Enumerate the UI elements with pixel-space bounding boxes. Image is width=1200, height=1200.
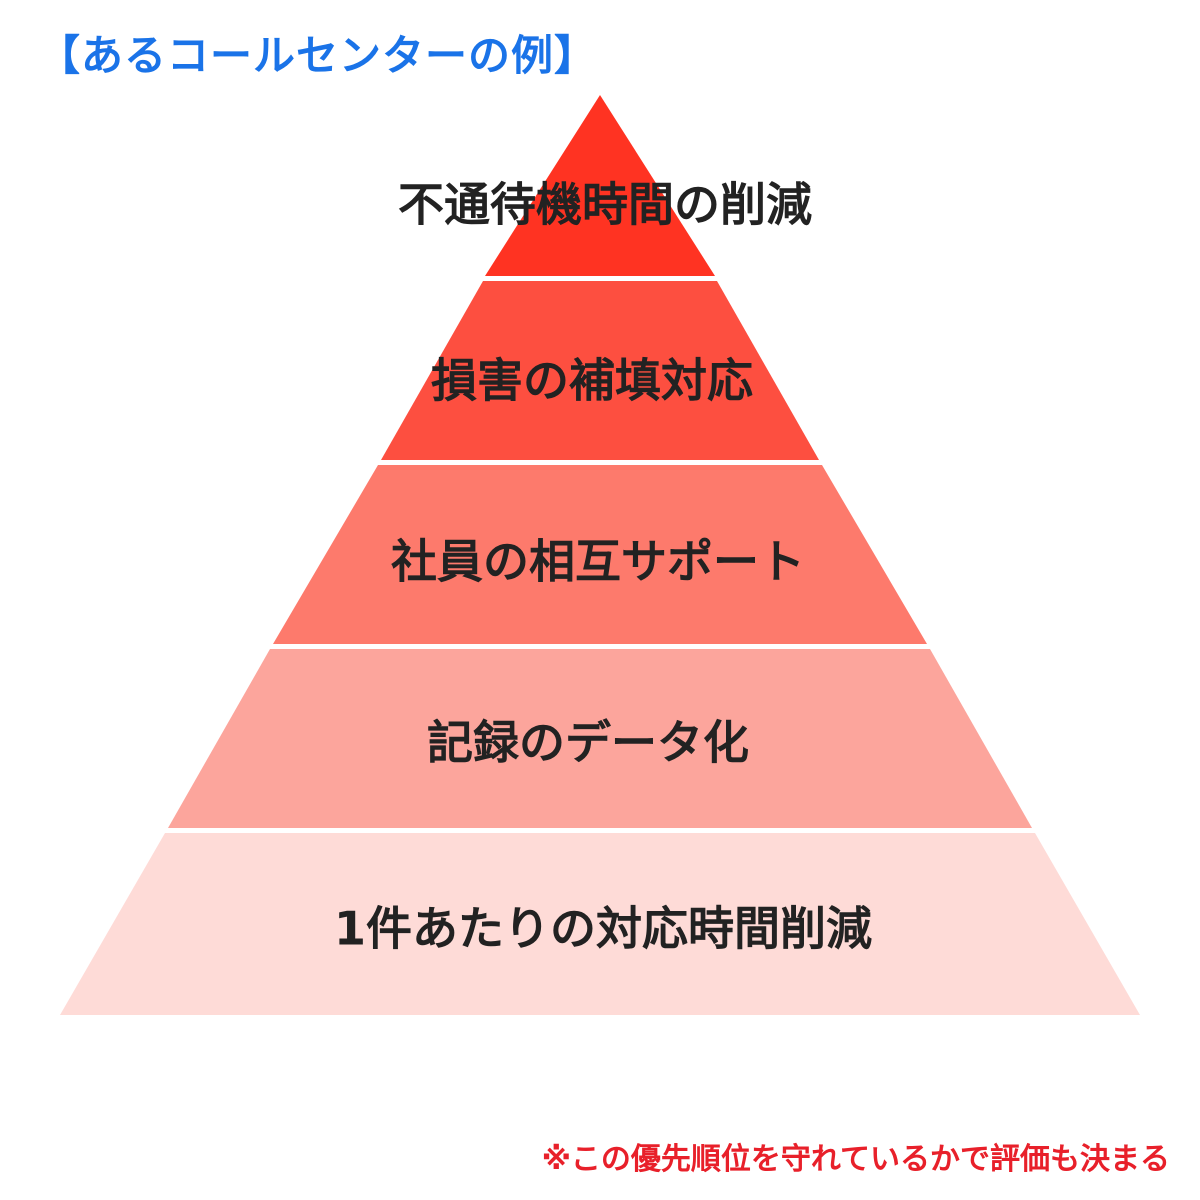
pyramid-level-2-label: 損害の補填対応 xyxy=(431,354,753,408)
pyramid-level-1-label: 不通待機時間の削減 xyxy=(398,178,812,232)
pyramid-level-3-label: 社員の相互サポート xyxy=(391,535,805,589)
pyramid-level-1: 不通待機時間の削減 xyxy=(398,95,812,276)
pyramid-level-2-shape xyxy=(381,281,819,460)
footnote: ※この優先順位を守れているかで評価も決まる xyxy=(541,1142,1170,1177)
pyramid-level-2: 損害の補填対応 xyxy=(381,281,819,460)
pyramid-level-5-label: 1件あたりの対応時間削減 xyxy=(334,902,872,956)
pyramid-level-1-shape xyxy=(485,95,715,276)
pyramid-level-5: 1件あたりの対応時間削減 xyxy=(60,833,1140,1015)
pyramid-level-3-shape xyxy=(273,465,927,644)
page-title: 【あるコールセンターの例】 xyxy=(38,31,598,80)
pyramid-level-4-shape xyxy=(168,649,1032,828)
pyramid-level-5-shape xyxy=(60,833,1140,1015)
pyramid-level-4-label: 記録のデータ化 xyxy=(427,716,749,770)
pyramid-level-4: 記録のデータ化 xyxy=(168,649,1032,828)
pyramid-level-3: 社員の相互サポート xyxy=(273,465,927,644)
